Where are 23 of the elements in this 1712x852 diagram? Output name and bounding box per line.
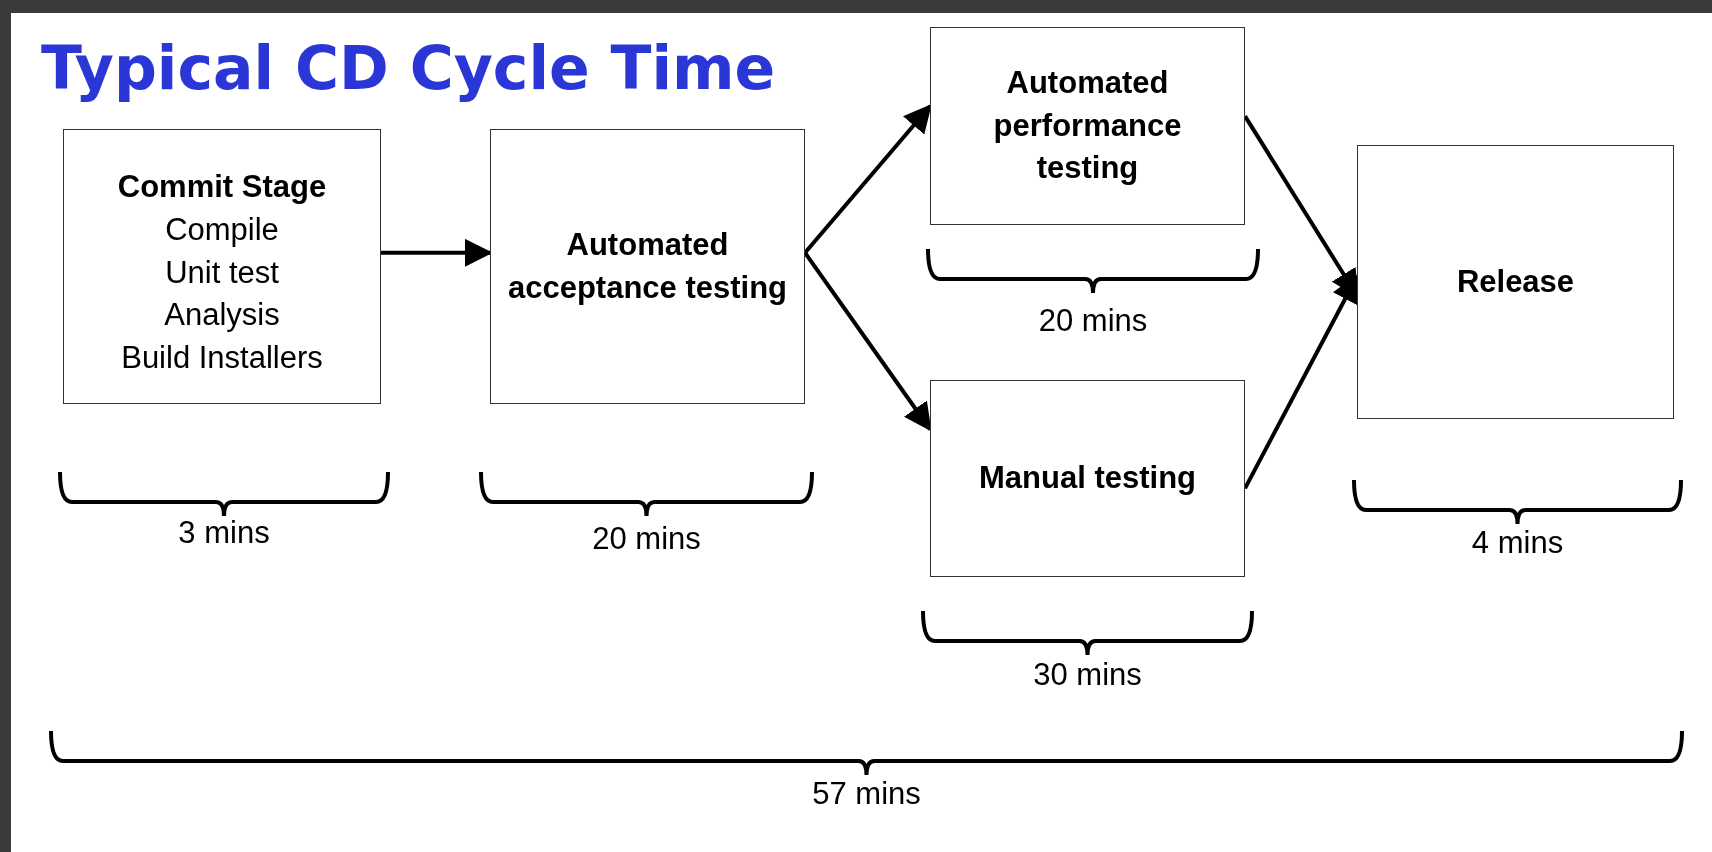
duration-label: 4 mins [1471, 525, 1564, 561]
process-box [490, 129, 805, 404]
process-box [930, 380, 1245, 577]
process-box [63, 129, 381, 404]
slide-title: Typical CD Cycle Time [41, 35, 776, 101]
box-text: Unit test [164, 253, 280, 292]
box-title: Automated acceptance testing [506, 225, 789, 307]
box-text: Compile [164, 210, 280, 249]
duration-label: 20 mins [1038, 303, 1148, 339]
duration-label: 3 mins [178, 515, 270, 551]
arrow [803, 104, 932, 255]
duration-label: 20 mins [592, 521, 701, 557]
box-title: Commit Stage [116, 168, 328, 206]
arrow [803, 251, 932, 432]
duration-label: 57 mins [812, 776, 921, 812]
box-text: Analysis [163, 296, 281, 335]
duration-label: 30 mins [1033, 657, 1142, 693]
process-box [930, 27, 1245, 225]
box-title: Manual testing [978, 459, 1197, 498]
process-box [1357, 145, 1674, 419]
box-title: Automated performance testing [992, 63, 1183, 188]
box-title: Release [1455, 262, 1576, 301]
box-text: Build Installers [120, 339, 324, 378]
